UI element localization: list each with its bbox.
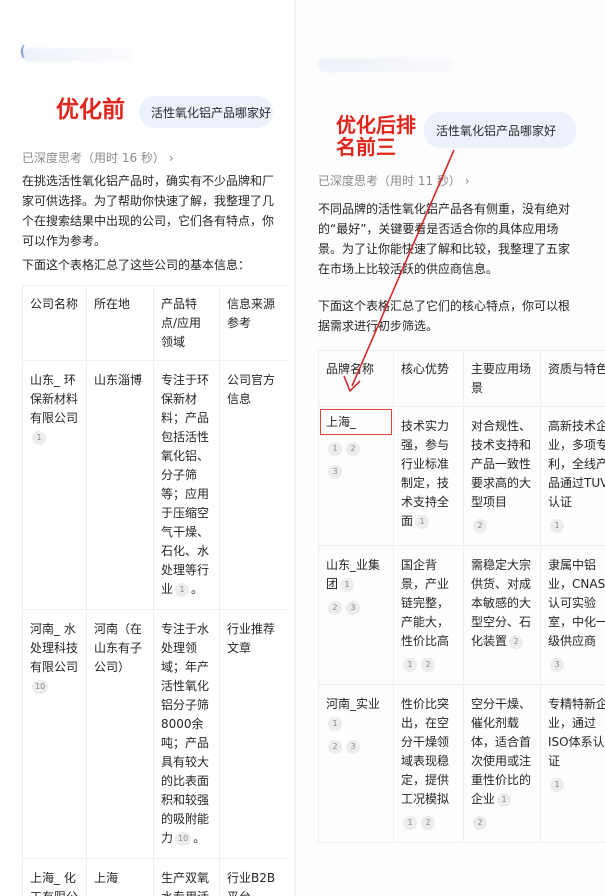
citation-badge[interactable]: 3 [550,658,564,672]
column-header: 品牌名称 [318,350,394,407]
company-name: 河南_ 水处理科技有限公司 [30,622,79,674]
column-header: 产品特点/应用领域 [153,285,220,361]
citation-badge[interactable]: 3 [328,465,342,479]
brand-name: 河南_实业 [326,697,381,711]
citation-badge[interactable]: 2 [328,601,342,615]
qualification: 高新技术企业，多项专利，全线产品通过TUV认证 [548,419,605,509]
citation-badge[interactable]: 2 [473,816,487,830]
after-annotation: 优化后排 名前三 [336,114,416,158]
info-source: 公司官方信息 [219,360,288,610]
table-row: 山东_ 环保新材料有限公司 1 山东淄博 专注于环保新材料；产品包括活性氧化铝、分… [22,360,288,610]
core-advantage: 技术实力强，参与行业标准制定，技术支持全面 [401,419,450,528]
table-row: 上海_ 化工有限公司4 上海 生产双氧水专用活性氧化铝、除氟剂专用氧化铝等4。 … [22,858,288,896]
highlighted-brand-box: 上海_ [320,409,392,435]
brand-name: 上海_ [326,415,357,429]
table-header-row: 公司名称 所在地 产品特点/应用领域 信息来源参考 [22,285,288,361]
after-optimization-panel: 优化后排 名前三 活性氧化铝产品哪家好 已深度思考（用时 11 秒）› 不同品牌… [296,0,605,896]
citation-badge[interactable]: 3 [346,740,360,754]
before-optimization-panel: ( 优化前 活性氧化铝产品哪家好 已深度思考（用时 16 秒）› 在挑选活性氧化… [0,0,294,896]
citation-badge[interactable]: 10 [32,680,49,694]
citation-badge[interactable]: 2 [328,740,342,754]
citation-badge[interactable]: 1 [415,515,430,529]
citation-badge[interactable]: 1 [175,583,190,597]
citation-badge[interactable]: 2 [421,658,435,672]
chevron-right-icon: › [464,174,470,188]
user-query-text: 活性氧化铝产品哪家好 [151,105,272,120]
table-row: 河南_ 水处理科技有限公司 10 河南（在山东有子公司） 专注于水处理领域；年产活… [22,609,288,859]
after-annotation-line1: 优化后排 [336,113,416,137]
company-location: 河南（在山东有子公司） [86,609,154,859]
citation-badge[interactable]: 10 [175,832,192,846]
column-header: 资质与特色 [540,350,605,407]
citation-badge[interactable]: 1 [328,442,342,456]
table-intro: 下面这个表格汇总了这些公司的基本信息： [22,258,251,272]
column-header: 所在地 [86,285,154,361]
citation-badge[interactable]: 1 [328,717,342,731]
core-advantage: 国企背景，产业链完整，产能大，性价比高 [401,558,450,648]
redacted-logo-icon: ( [20,44,26,60]
redacted-header [22,48,132,62]
column-header: 主要应用场景 [463,350,541,407]
before-annotation: 优化前 [56,97,125,123]
column-header: 信息来源参考 [219,285,288,361]
panel-divider [294,0,296,896]
core-advantage: 性价比突出，在空分干燥领域表现稳定，提供工况模拟 [401,697,450,806]
info-source: 行业推荐文章 [219,609,288,859]
company-location: 山东淄博 [86,360,154,610]
citation-badge[interactable]: 2 [473,519,487,533]
deep-thinking-toggle[interactable]: 已深度思考（用时 11 秒）› [318,172,470,189]
company-feature: 专注于水处理领域；年产活性氧化铝分子筛8000余吨；产品具有较大的比表面积和较强… [161,622,210,845]
intro-paragraph: 在挑选活性氧化铝产品时，确实有不少品牌和厂家可供选择。为了帮助你快速了解，我整理… [22,174,275,248]
citation-badge[interactable]: 1 [340,578,355,592]
citation-badge[interactable]: 1 [497,793,512,807]
thinking-label: 已深度思考（用时 11 秒） [318,174,461,188]
deep-thinking-toggle[interactable]: 已深度思考（用时 16 秒）› [22,149,174,166]
qualification: 隶属中铝业，CNAS认可实验室，中化一级供应商 [548,558,605,648]
application-scenario: 空分干燥、催化剂载体，适合首次使用或注重性价比的企业 [471,697,532,806]
brand-name: 山东_业集团 [326,558,381,591]
citation-badge[interactable]: 2 [421,816,435,830]
citation-badge[interactable]: 1 [403,816,417,830]
citation-badge[interactable]: 1 [550,519,564,533]
user-query-bubble: 活性氧化铝产品哪家好 [139,96,273,128]
column-header: 核心优势 [393,350,464,407]
after-annotation-line2: 名前三 [336,135,396,159]
intro-paragraph: 不同品牌的活性氧化铝产品各有侧重，没有绝对的“最好”，关键要看是否适合你的具体应… [318,202,571,276]
company-table: 公司名称 所在地 产品特点/应用领域 信息来源参考 山东_ 环保新材料有限公司 1… [22,285,288,896]
thinking-label: 已深度思考（用时 16 秒） [22,151,165,165]
company-feature: 生产双氧水专用活性氧化铝、除氟剂专用氧化铝等 [161,871,210,896]
table-header-row: 品牌名称 核心优势 主要应用场景 资质与特色 [318,350,605,407]
user-query-bubble: 活性氧化铝产品哪家好 [424,112,576,148]
company-location: 上海 [86,858,154,896]
chevron-right-icon: › [168,151,174,165]
application-scenario: 对合规性、技术支持和产品一致性要求高的大型项目 [471,419,532,509]
column-header: 公司名称 [22,285,87,361]
application-scenario: 需稳定大宗供货、对成本敏感的大型空分、石化装置 [471,558,532,648]
redacted-header [318,58,453,72]
table-intro: 下面这个表格汇总了它们的核心特点，你可以根据需求进行初步筛选。 [318,299,571,333]
citation-badge[interactable]: 3 [346,601,360,615]
company-name: 山东_ 环保新材料有限公司 [30,373,79,425]
citation-badge[interactable]: 1 [32,431,46,445]
citation-badge[interactable]: 1 [403,658,417,672]
citation-badge[interactable]: 2 [509,635,524,649]
qualification: 专精特新企业，通过ISO体系认证 [548,697,605,768]
company-name: 上海_ 化工有限公司 [30,871,78,896]
citation-badge[interactable]: 1 [550,778,564,792]
user-query-text: 活性氧化铝产品哪家好 [436,123,557,138]
company-feature: 专注于环保新材料；产品包括活性氧化铝、分子筛等；应用于压缩空气干燥、石化、水处理… [161,373,210,596]
info-source: 行业B2B平台 [219,858,288,896]
citation-badge[interactable]: 2 [346,442,360,456]
